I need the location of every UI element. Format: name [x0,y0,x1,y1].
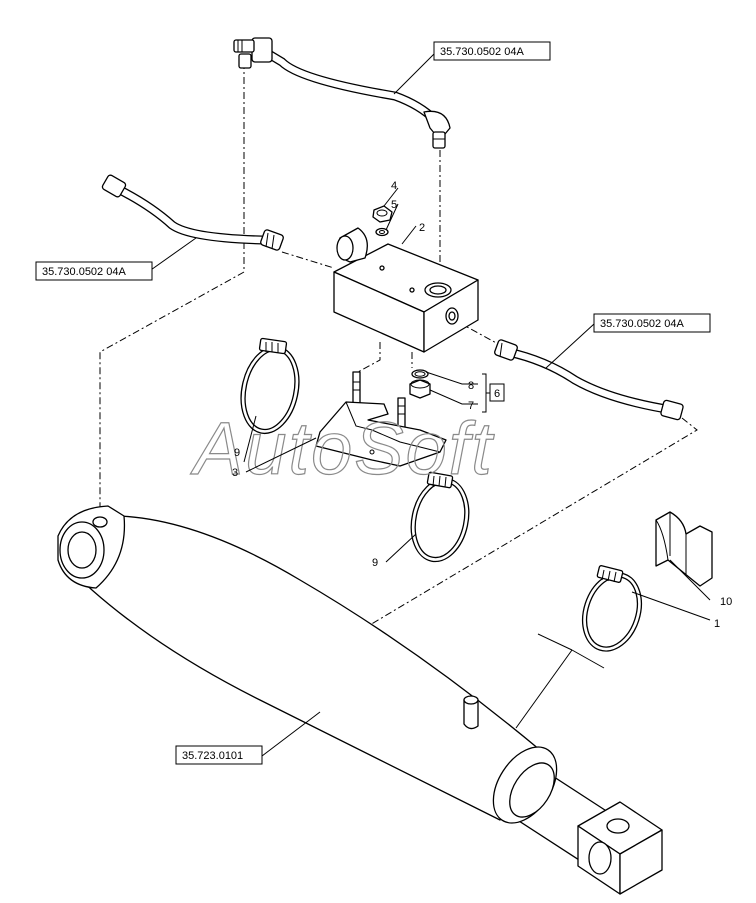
tee-fitting [233,37,273,69]
callout-8: 8 [468,380,474,392]
elbow-fitting [423,110,451,149]
callout-6-box: 6 [489,383,505,402]
callout-1: 1 [714,618,720,630]
plug-7 [409,379,431,399]
assembly-dash-lines [99,62,698,639]
nut-4 [372,205,393,223]
callout-2: 2 [419,222,425,234]
callout-3: 3 [232,467,238,479]
callout-7: 7 [468,400,474,412]
hose-clamp-9-lower [410,471,470,563]
rod-clevis-block [577,801,663,895]
ref-left-tube-label: 35.730.0502 04A [42,266,126,278]
saddle-10 [655,511,713,587]
ref-box-upper-tube: 35.730.0502 04A [433,41,551,61]
section-break [515,633,605,729]
callout-5: 5 [391,199,397,211]
ref-upper-tube-label: 35.730.0502 04A [440,46,524,58]
upper-tube [233,37,451,149]
callout-leaders [147,51,711,757]
cylinder-end-eye [57,505,126,589]
cylinder-port [463,695,479,730]
mounting-bracket-3 [315,401,447,467]
watermark-text: AutoSoft [190,407,495,490]
ref-cylinder-label: 35.723.0101 [182,750,243,762]
left-tube [101,174,284,251]
right-tube [494,339,684,421]
ref-box-left-tube: 35.730.0502 04A [35,261,153,281]
callout-4: 4 [391,180,397,192]
ref-right-tube-label: 35.730.0502 04A [600,318,684,330]
o-ring-8 [411,369,429,379]
callout-10: 10 [720,596,732,608]
washer-5 [375,227,389,237]
ref-box-cylinder: 35.723.0101 [175,745,263,765]
ref-box-right-tube: 35.730.0502 04A [593,313,711,333]
callout-9-upper: 9 [234,447,240,459]
callout-6: 6 [494,388,500,400]
hydraulic-cylinder [57,505,663,895]
valve-block [333,227,479,353]
hose-clamp-9-upper [240,337,300,435]
callout-9-lower: 9 [372,557,378,569]
hose-clamp-1 [581,565,643,652]
